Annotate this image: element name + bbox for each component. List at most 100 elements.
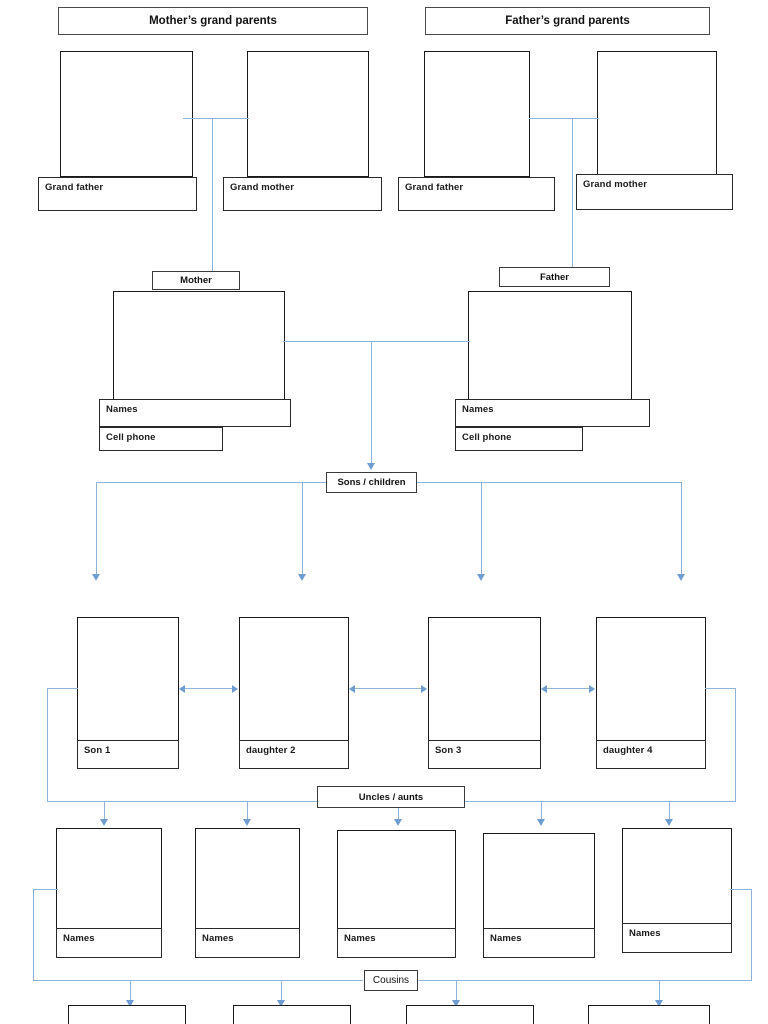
arrow-sibling-2-3-left-icon <box>349 685 355 693</box>
header-mothers-grandparents: Mother’s grand parents <box>58 7 368 35</box>
field-uncle-1-names[interactable]: Names <box>56 928 162 958</box>
tag-mother: Mother <box>152 271 240 290</box>
field-uncle-4-names[interactable]: Names <box>483 928 595 958</box>
tag-father: Father <box>499 267 610 287</box>
field-child-1-label[interactable]: Son 1 <box>77 740 179 769</box>
tag-cousins: Cousins <box>364 970 418 991</box>
connector-cousins-wrap-left-vertical <box>33 889 34 981</box>
connector-uncle-drop-2 <box>247 801 248 821</box>
field-father-grandfather[interactable]: Grand father <box>398 177 555 211</box>
connector-cousin-drop-2 <box>281 980 282 1002</box>
field-label: Names <box>490 933 522 944</box>
photo-frame-mother-grandmother[interactable] <box>247 51 369 177</box>
tag-label: Uncles / aunts <box>358 791 424 803</box>
arrow-cousin-2-icon <box>277 1000 285 1007</box>
field-label: Names <box>629 928 661 939</box>
field-uncle-2-names[interactable]: Names <box>195 928 300 958</box>
tag-label: Cousins <box>372 975 410 986</box>
field-mother-cellphone[interactable]: Cell phone <box>99 427 223 451</box>
connector-parents-to-children-vertical <box>371 341 372 464</box>
card-uncle-4[interactable] <box>483 833 595 941</box>
connector-mother-grandparents-horizontal <box>183 118 249 119</box>
card-cousin-3[interactable] <box>406 1005 534 1024</box>
card-cousin-2[interactable] <box>233 1005 351 1024</box>
photo-frame-mother-grandfather[interactable] <box>60 51 193 177</box>
field-label: Names <box>106 404 138 415</box>
field-uncle-5-names[interactable]: Names <box>622 923 732 953</box>
arrow-sibling-3-4-left-icon <box>541 685 547 693</box>
field-child-3-label[interactable]: Son 3 <box>428 740 541 769</box>
arrow-sibling-3-4-right-icon <box>589 685 595 693</box>
field-label: Grand mother <box>230 182 295 193</box>
card-uncle-2[interactable] <box>195 828 300 936</box>
arrow-sibling-1-2-left-icon <box>179 685 185 693</box>
arrow-sibling-2-3-right-icon <box>421 685 427 693</box>
tag-uncles-aunts: Uncles / aunts <box>317 786 465 808</box>
arrow-uncle-1-icon <box>100 819 108 826</box>
arrow-child-4-icon <box>677 574 685 581</box>
arrow-to-children-icon <box>367 463 375 470</box>
connector-cousins-wrap-left-top <box>33 889 58 890</box>
field-label: Grand father <box>45 182 104 193</box>
field-label: Names <box>344 933 376 944</box>
field-label: Names <box>63 933 95 944</box>
tag-sons-children: Sons / children <box>326 472 417 493</box>
arrow-uncle-5-icon <box>665 819 673 826</box>
connector-child-drop-2 <box>302 482 303 575</box>
field-label: daughter 2 <box>246 745 296 756</box>
connector-parents-horizontal <box>283 341 470 342</box>
photo-frame-father-grandmother[interactable] <box>597 51 717 177</box>
field-label: Cell phone <box>106 432 156 443</box>
connector-uncle-drop-4 <box>541 801 542 821</box>
header-fathers-grandparents: Father’s grand parents <box>425 7 710 35</box>
connector-child-drop-1 <box>96 482 97 575</box>
header-label: Father’s grand parents <box>505 15 630 27</box>
field-child-2-label[interactable]: daughter 2 <box>239 740 349 769</box>
arrow-child-3-icon <box>477 574 485 581</box>
arrow-cousin-4-icon <box>655 1000 663 1007</box>
field-label: Names <box>462 404 494 415</box>
arrow-uncle-3-icon <box>394 819 402 826</box>
connector-father-grandparents-vertical <box>572 118 573 270</box>
field-father-grandmother[interactable]: Grand mother <box>576 174 733 210</box>
field-father-names[interactable]: Names <box>455 399 650 427</box>
photo-frame-father-grandfather[interactable] <box>424 51 530 177</box>
header-label: Mother’s grand parents <box>149 15 277 27</box>
connector-mother-grandparents-vertical <box>212 118 213 273</box>
tag-label: Father <box>539 271 570 283</box>
field-mother-grandmother[interactable]: Grand mother <box>223 177 382 211</box>
connector-cousins-bus-right <box>419 980 752 981</box>
connector-uncles-bus-left <box>47 801 317 802</box>
connector-child-drop-3 <box>481 482 482 575</box>
connector-cousins-wrap-right-vertical <box>751 889 752 981</box>
card-uncle-1[interactable] <box>56 828 162 936</box>
field-mother-names[interactable]: Names <box>99 399 291 427</box>
card-cousin-4[interactable] <box>588 1005 710 1024</box>
field-label: Son 3 <box>435 745 462 756</box>
field-father-cellphone[interactable]: Cell phone <box>455 427 583 451</box>
photo-frame-father[interactable] <box>468 291 632 401</box>
card-uncle-3[interactable] <box>337 830 456 938</box>
arrow-sibling-1-2-right-icon <box>232 685 238 693</box>
connector-cousin-drop-4 <box>659 980 660 1002</box>
connector-sibling-2-3 <box>355 688 422 689</box>
connector-sibling-3-4 <box>547 688 590 689</box>
connector-uncles-bus-right <box>465 801 736 802</box>
connector-cousin-drop-3 <box>456 980 457 1002</box>
arrow-uncle-4-icon <box>537 819 545 826</box>
field-label: Son 1 <box>84 745 111 756</box>
field-label: Grand father <box>405 182 464 193</box>
arrow-cousin-3-icon <box>452 1000 460 1007</box>
connector-uncles-wrap-left-top <box>47 688 78 689</box>
connector-father-grandparents-horizontal <box>529 118 599 119</box>
field-child-4-label[interactable]: daughter 4 <box>596 740 706 769</box>
photo-frame-mother[interactable] <box>113 291 285 401</box>
connector-children-bus-left <box>96 482 326 483</box>
card-uncle-5[interactable] <box>622 828 732 930</box>
arrow-cousin-1-icon <box>126 1000 134 1007</box>
field-mother-grandfather[interactable]: Grand father <box>38 177 197 211</box>
card-cousin-1[interactable] <box>68 1005 186 1024</box>
field-uncle-3-names[interactable]: Names <box>337 928 456 958</box>
connector-cousins-bus-left <box>33 980 363 981</box>
